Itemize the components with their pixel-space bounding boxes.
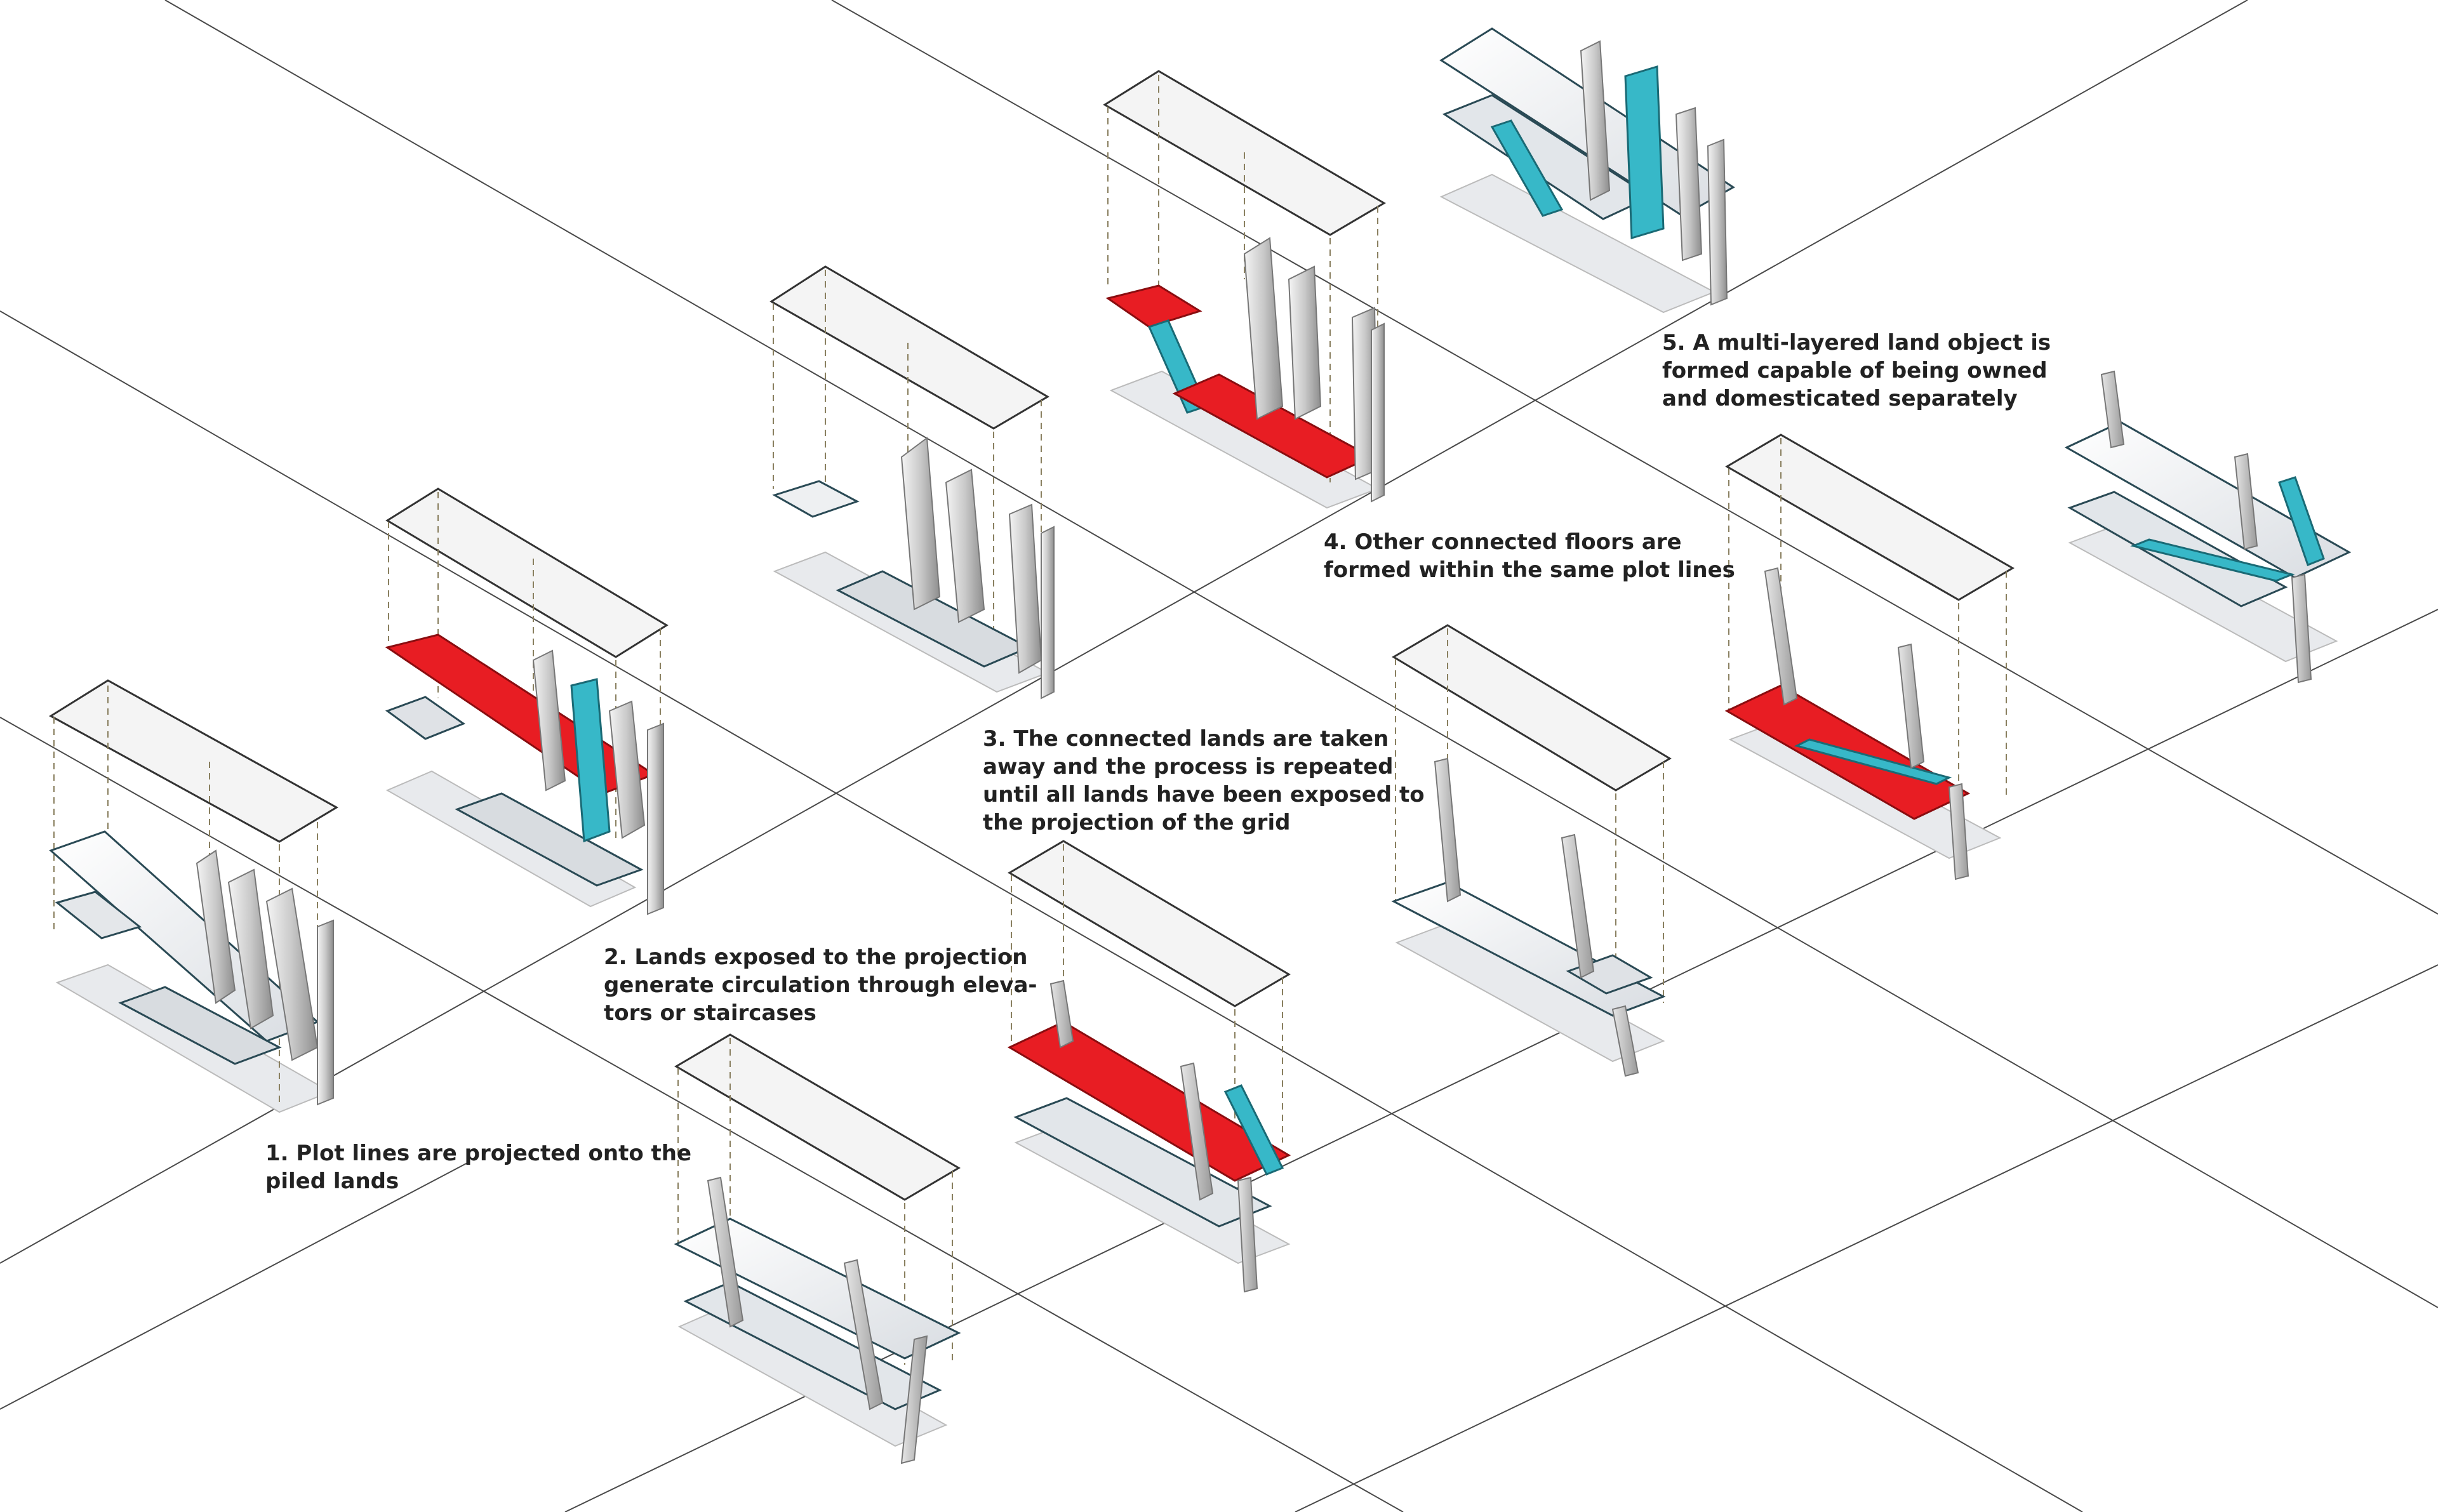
top-slab — [385, 487, 669, 658]
top-slab — [1725, 434, 2015, 601]
grid-line — [0, 0, 2248, 1264]
land-slab — [772, 480, 860, 518]
model-step-4-red — [1007, 840, 1291, 1293]
model-step-1 — [49, 679, 338, 1113]
model-step-5 — [1439, 27, 1735, 314]
model-final — [2064, 370, 2352, 684]
elevator-core — [1624, 65, 1665, 239]
land-slab — [118, 986, 282, 1065]
land-slab — [2064, 421, 2352, 579]
land-slab — [385, 696, 466, 740]
top-slab — [674, 1033, 961, 1201]
wall-fins — [196, 849, 334, 1106]
wall-fins — [532, 649, 664, 915]
land-slab — [455, 792, 644, 887]
step-5-caption: 5. A multi-layered land object is formed… — [1662, 330, 2051, 411]
red-land-slab — [1007, 1021, 1291, 1182]
land-slab — [674, 1217, 961, 1360]
wall-fins — [900, 437, 1055, 700]
top-slab — [49, 679, 338, 843]
red-land-slab — [1105, 284, 1202, 328]
top-slab — [1008, 840, 1291, 1007]
step-3-caption: 3. The connected lands are taken away an… — [983, 726, 1425, 835]
grid-line — [0, 310, 2083, 1512]
grid-line — [0, 717, 1404, 1512]
staircase — [2130, 538, 2295, 582]
staircase — [2278, 476, 2325, 566]
top-slab — [1392, 624, 1672, 792]
model-step-5-red — [1724, 434, 2015, 880]
model-step-5-result — [1391, 624, 1672, 1077]
ground-slab — [2068, 522, 2338, 663]
step-1-caption: 1. Plot lines are projected onto the pil… — [265, 1141, 692, 1194]
staircase — [1223, 1084, 1284, 1176]
grid-line — [1295, 964, 2438, 1512]
projection-lines — [773, 270, 1042, 673]
model-step-3 — [769, 265, 1055, 700]
posts — [1049, 979, 1258, 1293]
elevator-core — [570, 678, 611, 843]
grid-line — [164, 0, 2438, 1308]
posts — [1764, 567, 1969, 880]
wall-fins — [1243, 237, 1385, 503]
staircase — [1490, 119, 1564, 217]
step-2-caption: 2. Lands exposed to the projection gener… — [604, 945, 1037, 1026]
ground-slab — [1395, 922, 1665, 1063]
model-step-3-result — [674, 1033, 961, 1464]
model-step-2 — [385, 487, 669, 915]
grid-line — [0, 1161, 470, 1410]
posts — [707, 1176, 928, 1464]
posts — [1434, 757, 1639, 1077]
wall-fins — [1580, 40, 1728, 306]
top-slab — [769, 265, 1049, 430]
posts — [2100, 370, 2312, 684]
land-slab — [55, 891, 142, 939]
grid-line — [831, 0, 2438, 915]
model-step-4 — [1103, 70, 1386, 509]
step-4-caption: 4. Other connected floors are formed wit… — [1324, 529, 1735, 583]
staircase — [1794, 738, 1952, 785]
